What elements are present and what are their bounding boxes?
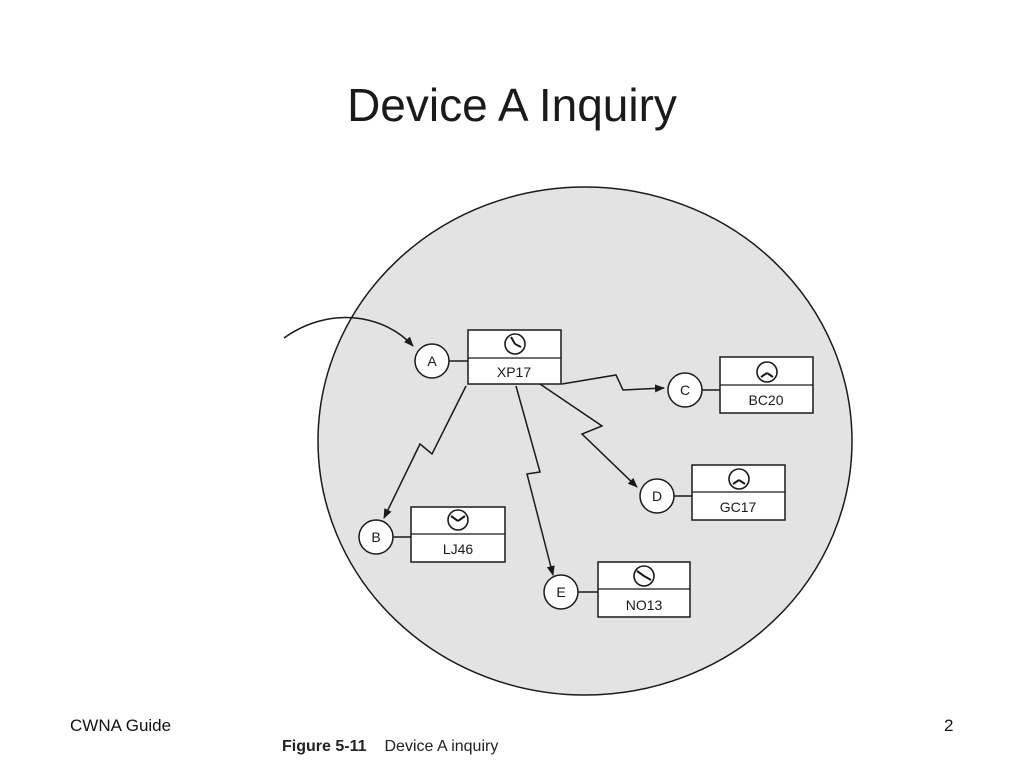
node-label: A	[427, 353, 437, 369]
node-label: B	[371, 529, 380, 545]
device-xp17: XP17	[467, 329, 562, 385]
device-name: NO13	[626, 597, 663, 613]
device-name: LJ46	[443, 541, 474, 557]
device-gc17: GC17	[691, 464, 786, 521]
clock-icon	[504, 333, 526, 355]
figure-number: Figure 5-11	[282, 738, 367, 755]
device-name: XP17	[497, 364, 531, 380]
node-label: C	[680, 382, 690, 398]
clock-icon	[756, 361, 778, 383]
figure-text: Device A inquiry	[384, 738, 499, 755]
range-circle	[317, 186, 853, 696]
slide-title: Device A Inquiry	[347, 79, 677, 131]
signal-to-b	[383, 385, 467, 519]
clock-icon	[728, 468, 750, 490]
signal-to-c	[561, 374, 665, 393]
figure-caption: Figure 5-11 Device A inquiry	[282, 738, 498, 756]
device-no13: NO13	[597, 561, 691, 618]
node-label: E	[556, 584, 565, 600]
footer-course-title: CWNA Guide	[70, 716, 172, 735]
clock-icon	[447, 509, 469, 531]
clock-icon	[633, 565, 655, 587]
device-lj46: LJ46	[410, 506, 506, 563]
device-bc20: BC20	[719, 356, 814, 414]
device-name: GC17	[720, 499, 757, 515]
node-a: A	[414, 343, 450, 379]
node-e: E	[543, 574, 579, 610]
slide-number: 2	[944, 716, 954, 735]
node-c: C	[667, 372, 703, 408]
node-label: D	[652, 488, 662, 504]
node-d: D	[639, 478, 675, 514]
node-b: B	[358, 519, 394, 555]
inquiry-arrow	[283, 316, 414, 347]
signal-to-e	[515, 385, 555, 576]
device-name: BC20	[748, 392, 783, 408]
signal-to-d	[539, 383, 638, 488]
